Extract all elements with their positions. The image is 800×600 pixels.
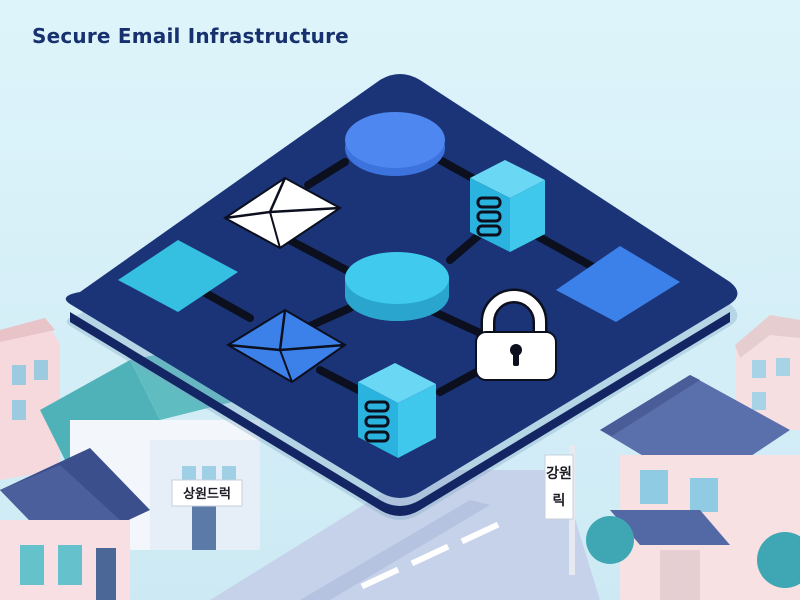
building-far-right xyxy=(735,315,800,430)
pole-sign-text-top: 강원 xyxy=(546,465,572,482)
network-node-icon xyxy=(556,246,680,322)
network-node-icon xyxy=(118,240,238,312)
tree xyxy=(757,532,800,588)
street xyxy=(210,470,600,600)
awning xyxy=(610,510,730,545)
email-envelope-icon xyxy=(223,176,342,250)
house-right-front xyxy=(586,375,800,600)
tree xyxy=(586,516,634,564)
page-title: Secure Email Infrastructure xyxy=(32,24,349,48)
email-envelope-icon xyxy=(226,308,347,384)
crosswalk-stripe xyxy=(360,566,400,590)
building-far-left xyxy=(0,318,60,480)
pole-sign-right: 강원 릭 xyxy=(544,445,575,575)
shop-sign-left-text: 상원드럭 xyxy=(183,487,231,502)
pole-sign-text-bottom: 릭 xyxy=(553,493,566,509)
house-left-front xyxy=(0,448,150,600)
crosswalk-stripe xyxy=(460,521,500,545)
database-server-icon xyxy=(470,160,545,252)
network-node-icon xyxy=(345,252,449,321)
network-platform xyxy=(65,74,738,520)
network-node-icon xyxy=(345,112,445,176)
database-server-icon xyxy=(358,363,436,458)
padlock-icon xyxy=(475,288,557,381)
shop-sign-left xyxy=(171,479,243,507)
crosswalk-stripe xyxy=(410,543,450,567)
